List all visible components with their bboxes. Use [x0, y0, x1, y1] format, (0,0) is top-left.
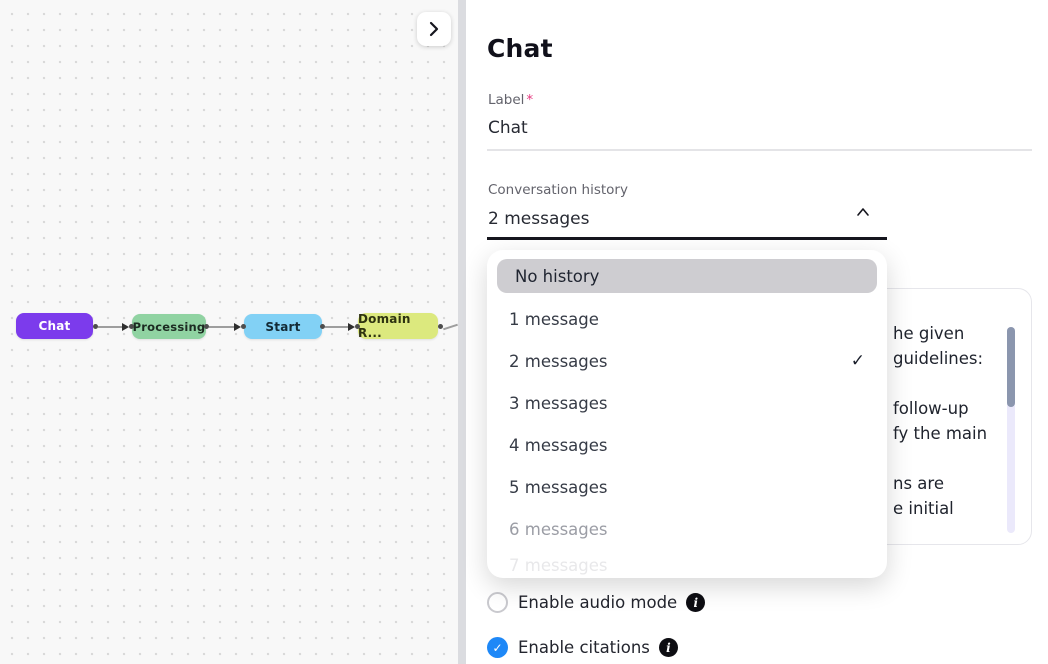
- required-asterisk: *: [526, 92, 534, 108]
- option-label: 2 messages: [509, 351, 608, 371]
- prompt-text-fragment: he given: [893, 324, 965, 343]
- flow-edge[interactable]: [320, 322, 360, 331]
- conversation-history-label: Conversation history: [488, 182, 628, 198]
- flow-canvas[interactable]: Chat Processing Start Domain R...: [0, 0, 458, 664]
- node-settings-panel: Chat Label* Chat Conversation history 2 …: [466, 0, 1048, 664]
- connection-handle[interactable]: [93, 324, 98, 329]
- prompt-text-fragment: follow-up: [893, 399, 969, 418]
- check-icon: ✓: [492, 640, 503, 655]
- conversation-history-dropdown[interactable]: No history 1 message 2 messages ✓ 3 mess…: [487, 250, 887, 578]
- option-label: 7 messages: [509, 555, 608, 575]
- check-icon: ✓: [850, 351, 865, 371]
- chevron-right-icon: [429, 21, 439, 37]
- panel-divider[interactable]: [458, 0, 466, 664]
- flow-node-processing[interactable]: Processing: [132, 314, 206, 339]
- edge-arrowhead-icon: [122, 322, 129, 331]
- flow-node-start[interactable]: Start: [244, 314, 322, 339]
- page-title: Chat: [487, 34, 553, 63]
- info-icon[interactable]: i: [686, 593, 706, 612]
- connection-handle[interactable]: [241, 324, 246, 329]
- label-input[interactable]: Chat: [488, 118, 528, 138]
- flow-edge-outgoing[interactable]: [438, 322, 458, 331]
- audio-mode-checkbox[interactable]: [487, 592, 508, 613]
- prompt-scrollbar-thumb[interactable]: [1007, 327, 1015, 407]
- prompt-text-fragment: guidelines:: [893, 349, 984, 368]
- prompt-text-fragment: [893, 374, 1023, 399]
- chevron-up-icon[interactable]: [854, 203, 872, 221]
- info-icon[interactable]: i: [658, 638, 678, 657]
- flow-edge[interactable]: [93, 322, 134, 331]
- edge-arrowhead-icon: [234, 322, 241, 331]
- citations-label: Enable citations: [518, 638, 650, 657]
- option-4-messages[interactable]: 4 messages: [497, 424, 877, 466]
- label-text: Label: [488, 92, 525, 108]
- label-input-underline: [487, 149, 1032, 151]
- connection-handle[interactable]: [204, 324, 209, 329]
- flow-node-chat[interactable]: Chat: [16, 313, 93, 339]
- option-5-messages[interactable]: 5 messages: [497, 466, 877, 508]
- option-no-history[interactable]: No history: [497, 259, 877, 293]
- connection-handle[interactable]: [129, 324, 134, 329]
- connection-handle[interactable]: [320, 324, 325, 329]
- option-6-messages[interactable]: 6 messages: [497, 508, 877, 550]
- select-underline: [487, 237, 887, 240]
- connection-handle[interactable]: [355, 324, 360, 329]
- option-2-messages[interactable]: 2 messages ✓: [497, 340, 877, 382]
- enable-audio-mode-row: Enable audio mode i: [487, 592, 706, 613]
- edge-line: [209, 325, 234, 328]
- edge-line: [98, 325, 122, 328]
- prompt-text-fragment: ns are: [893, 474, 944, 493]
- enable-citations-row: ✓ Enable citations i: [487, 637, 678, 658]
- option-label: 5 messages: [509, 477, 608, 497]
- citations-checkbox[interactable]: ✓: [487, 637, 508, 658]
- edge-arrowhead-icon: [348, 322, 355, 331]
- label-field-label: Label*: [488, 92, 533, 108]
- option-label: 4 messages: [509, 435, 608, 455]
- conversation-history-select[interactable]: 2 messages: [488, 209, 590, 229]
- prompt-text-fragment: fy the main: [893, 424, 988, 443]
- prompt-text-fragment: [893, 449, 1023, 474]
- option-label: No history: [515, 266, 600, 286]
- connection-handle[interactable]: [438, 324, 443, 329]
- option-label: 1 message: [509, 309, 599, 329]
- option-label: 6 messages: [509, 519, 608, 539]
- audio-mode-label: Enable audio mode: [518, 593, 678, 612]
- option-3-messages[interactable]: 3 messages: [497, 382, 877, 424]
- option-label: 3 messages: [509, 393, 608, 413]
- option-7-messages[interactable]: 7 messages: [497, 550, 877, 578]
- edge-line: [325, 325, 348, 328]
- flow-node-domain-router[interactable]: Domain R...: [358, 312, 438, 340]
- option-1-message[interactable]: 1 message: [497, 298, 877, 340]
- prompt-text-fragment: e initial: [893, 499, 954, 518]
- flow-edge[interactable]: [204, 322, 246, 331]
- panel-collapse-button[interactable]: [417, 12, 451, 46]
- prompt-scrollbar-track[interactable]: [1007, 327, 1015, 533]
- edge-line: [443, 323, 458, 330]
